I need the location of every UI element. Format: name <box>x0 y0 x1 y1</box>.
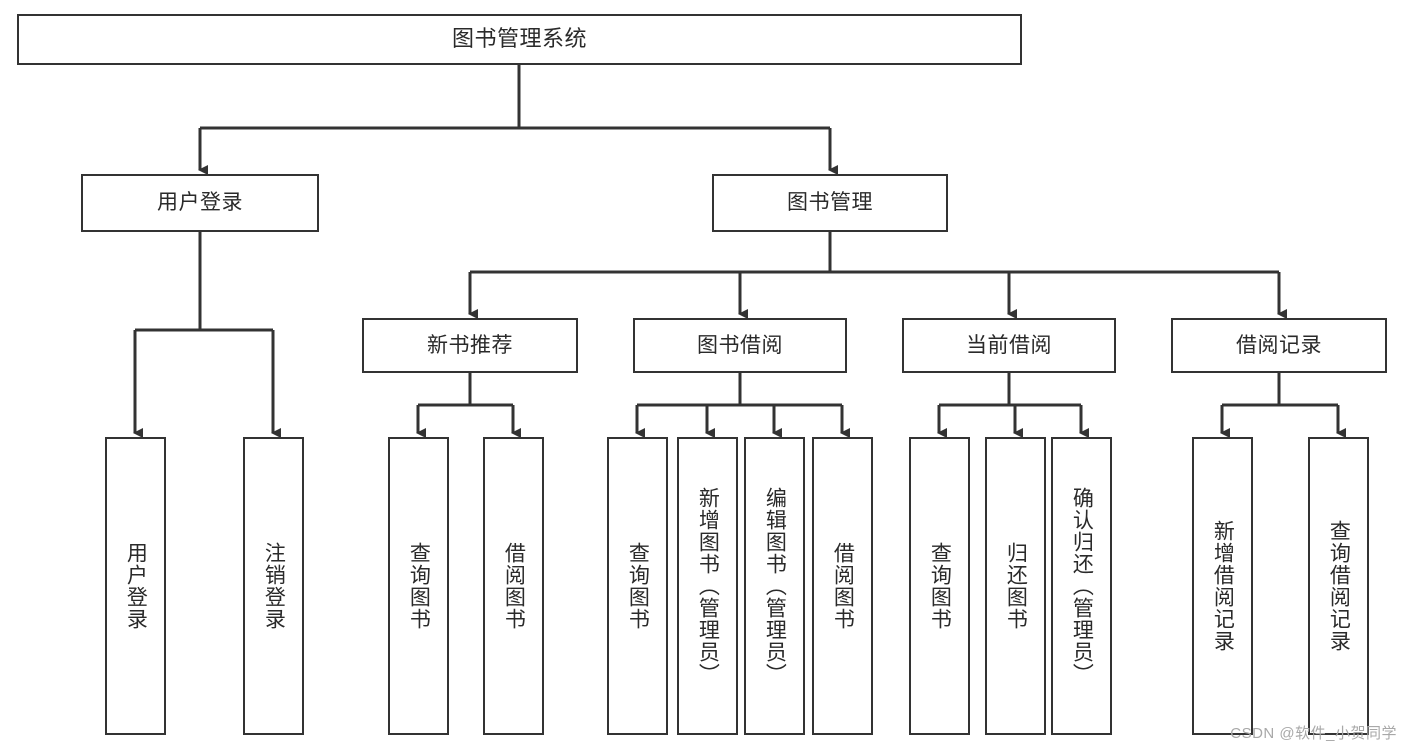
node-root[interactable]: 图书管理系统 <box>17 14 1022 65</box>
node-label: 借阅图书 <box>831 542 855 630</box>
node-label: 新增图书（管理员） <box>696 487 720 685</box>
node-current-borrow[interactable]: 当前借阅 <box>902 318 1116 373</box>
node-leaf-edit-book[interactable]: 编辑图书（管理员） <box>744 437 805 735</box>
node-label: 新书推荐 <box>427 333 513 357</box>
node-leaf-user-login[interactable]: 用户登录 <box>105 437 166 735</box>
node-book-manage[interactable]: 图书管理 <box>712 174 948 232</box>
node-leaf-query-book-new[interactable]: 查询图书 <box>388 437 449 735</box>
node-leaf-add-book[interactable]: 新增图书（管理员） <box>677 437 738 735</box>
node-label: 查询图书 <box>928 542 952 630</box>
node-label: 当前借阅 <box>966 333 1052 357</box>
node-label: 确认归还（管理员） <box>1070 487 1094 685</box>
node-leaf-confirm-return[interactable]: 确认归还（管理员） <box>1051 437 1112 735</box>
node-label: 用户登录 <box>124 542 148 630</box>
node-label: 图书管理 <box>787 191 873 215</box>
node-book-borrow[interactable]: 图书借阅 <box>633 318 847 373</box>
node-label: 新增借阅记录 <box>1211 520 1235 652</box>
node-label: 图书管理系统 <box>451 26 587 52</box>
node-label: 查询图书 <box>626 542 650 630</box>
node-label: 借阅记录 <box>1236 333 1322 357</box>
node-leaf-borrow-book[interactable]: 借阅图书 <box>812 437 873 735</box>
node-label: 查询图书 <box>407 542 431 630</box>
node-label: 用户登录 <box>157 191 243 215</box>
node-borrow-record[interactable]: 借阅记录 <box>1171 318 1387 373</box>
node-leaf-query-borrow-record[interactable]: 查询借阅记录 <box>1308 437 1369 735</box>
node-leaf-user-logout[interactable]: 注销登录 <box>243 437 304 735</box>
node-label: 借阅图书 <box>502 542 526 630</box>
node-label: 编辑图书（管理员） <box>763 487 787 685</box>
node-label: 注销登录 <box>262 542 286 630</box>
node-leaf-add-borrow-record[interactable]: 新增借阅记录 <box>1192 437 1253 735</box>
node-leaf-return-book[interactable]: 归还图书 <box>985 437 1046 735</box>
node-leaf-query-book-current[interactable]: 查询图书 <box>909 437 970 735</box>
node-new-book-recommend[interactable]: 新书推荐 <box>362 318 578 373</box>
node-leaf-borrow-book-new[interactable]: 借阅图书 <box>483 437 544 735</box>
connector-group <box>133 65 1346 438</box>
node-label: 归还图书 <box>1004 542 1028 630</box>
node-leaf-query-book-borrow[interactable]: 查询图书 <box>607 437 668 735</box>
node-user-login[interactable]: 用户登录 <box>81 174 319 232</box>
node-label: 图书借阅 <box>697 333 783 357</box>
node-label: 查询借阅记录 <box>1327 520 1351 652</box>
